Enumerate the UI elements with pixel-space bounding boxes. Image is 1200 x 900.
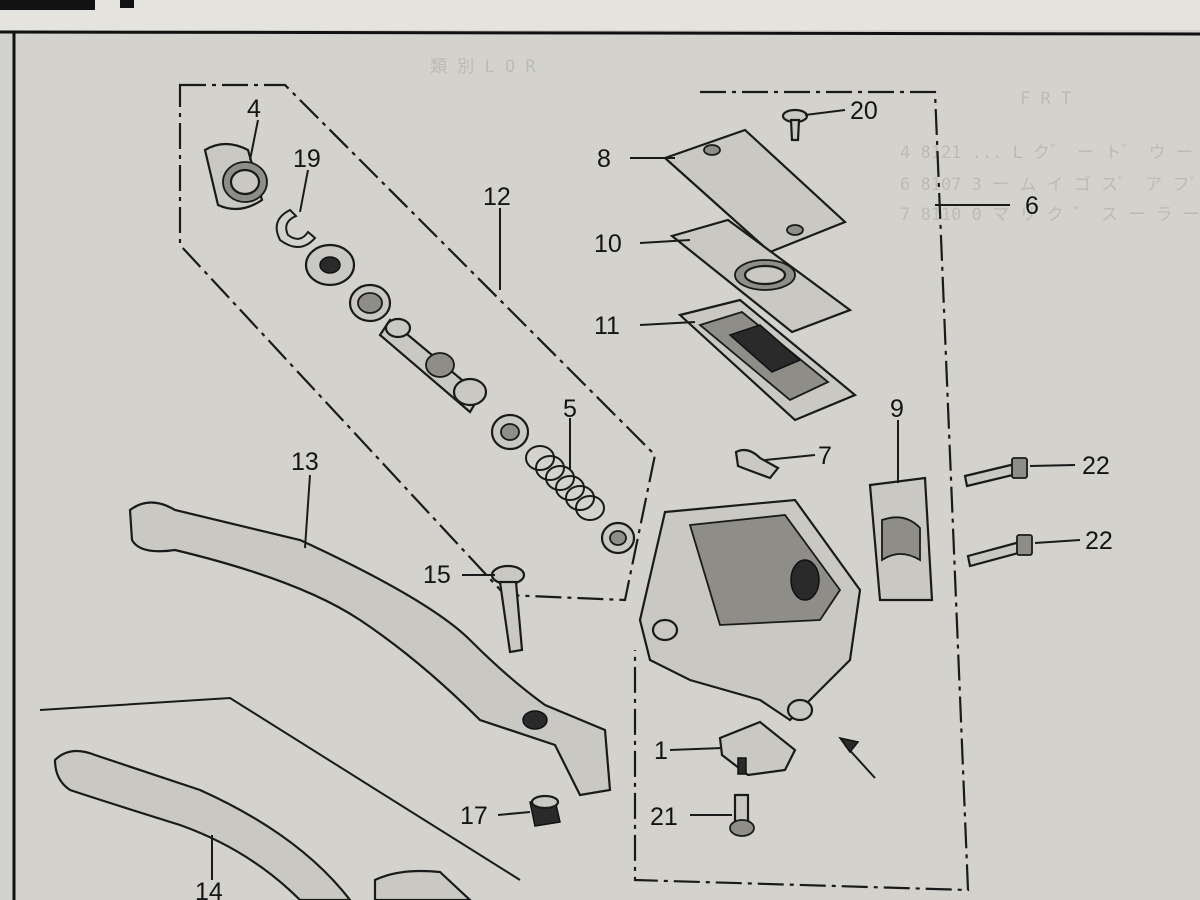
callout-7: 7 [818,442,832,470]
bleed-header-right: F R T [1020,89,1071,109]
reservoir-cap [662,128,848,254]
spring-seat [600,521,636,555]
brake-lever [128,501,612,797]
page-top-band [0,0,1200,30]
callout-1: 1 [654,737,668,765]
callout-19: 19 [293,145,321,173]
bleed-row-1: 4 8121 ... L ク゛ ー ト゛ ウ ー シ゛ク゛ 0.1 [900,143,1200,163]
bleed-row-3: 7 8110 0 マ リ ク ゛ ス ー ラ ー フ ゜ ー 0.6 [900,205,1200,225]
circlip [275,208,317,248]
bleed-through-text: 類 別 L O R F R T 4 8121 ... L ク゛ ー ト゛ ウ ー… [430,57,1200,225]
dust-boot [203,142,268,211]
callout-5: 5 [563,395,577,423]
secondary-cup [348,283,392,323]
callout-22-lower: 22 [1085,527,1113,555]
cover-screw [781,108,809,142]
callout-10: 10 [594,230,622,258]
callout-6: 6 [1025,192,1039,220]
page-border-top [0,30,1200,36]
callout-17: 17 [460,802,488,830]
kit-group-outline [178,83,657,602]
callout-12: 12 [483,183,511,211]
callout-11: 11 [594,312,620,340]
callout-4: 4 [247,95,261,123]
callout-21: 21 [650,803,678,831]
callout-13: 13 [291,448,319,476]
lever-pivot-bolt [490,564,526,654]
holder-bolt-upper [963,457,1028,488]
brake-light-switch [718,720,797,777]
piston [378,317,488,414]
bleed-row-2: 6 8107 3 ー ム イ ゴ ス゛ ア フ゜ ス゛ ハ゛ ス ト゛ 0.6 [900,174,1200,195]
leader-lines [211,109,1081,880]
switch-screw [729,793,755,837]
assembly-group-outline [633,90,970,892]
page-corner-mark [0,0,95,10]
callout-15: 15 [423,561,451,589]
callout-14: 14 [195,878,223,900]
washer [304,243,356,287]
primary-cup [490,413,530,451]
lever-holder [868,476,934,602]
float-clip [734,448,780,480]
holder-bolt-lower [966,534,1033,568]
bleed-header-left: 類 別 L O R [430,57,536,77]
clutch-lever-partial [53,749,472,900]
pivot-cap [529,794,561,827]
callout-labels: 4 19 12 20 8 6 10 11 5 9 7 13 22 22 15 1… [195,95,1113,900]
reservoir-diaphragm [677,298,858,422]
callout-22-upper: 22 [1082,452,1110,480]
lower-group-outline [39,696,521,881]
diaphragm-plate [669,218,853,334]
return-spring [525,445,605,521]
master-cylinder-body [638,498,862,722]
heading-tab [120,0,134,8]
callout-20: 20 [850,97,878,125]
callout-8: 8 [597,145,611,173]
callout-9: 9 [890,395,904,423]
